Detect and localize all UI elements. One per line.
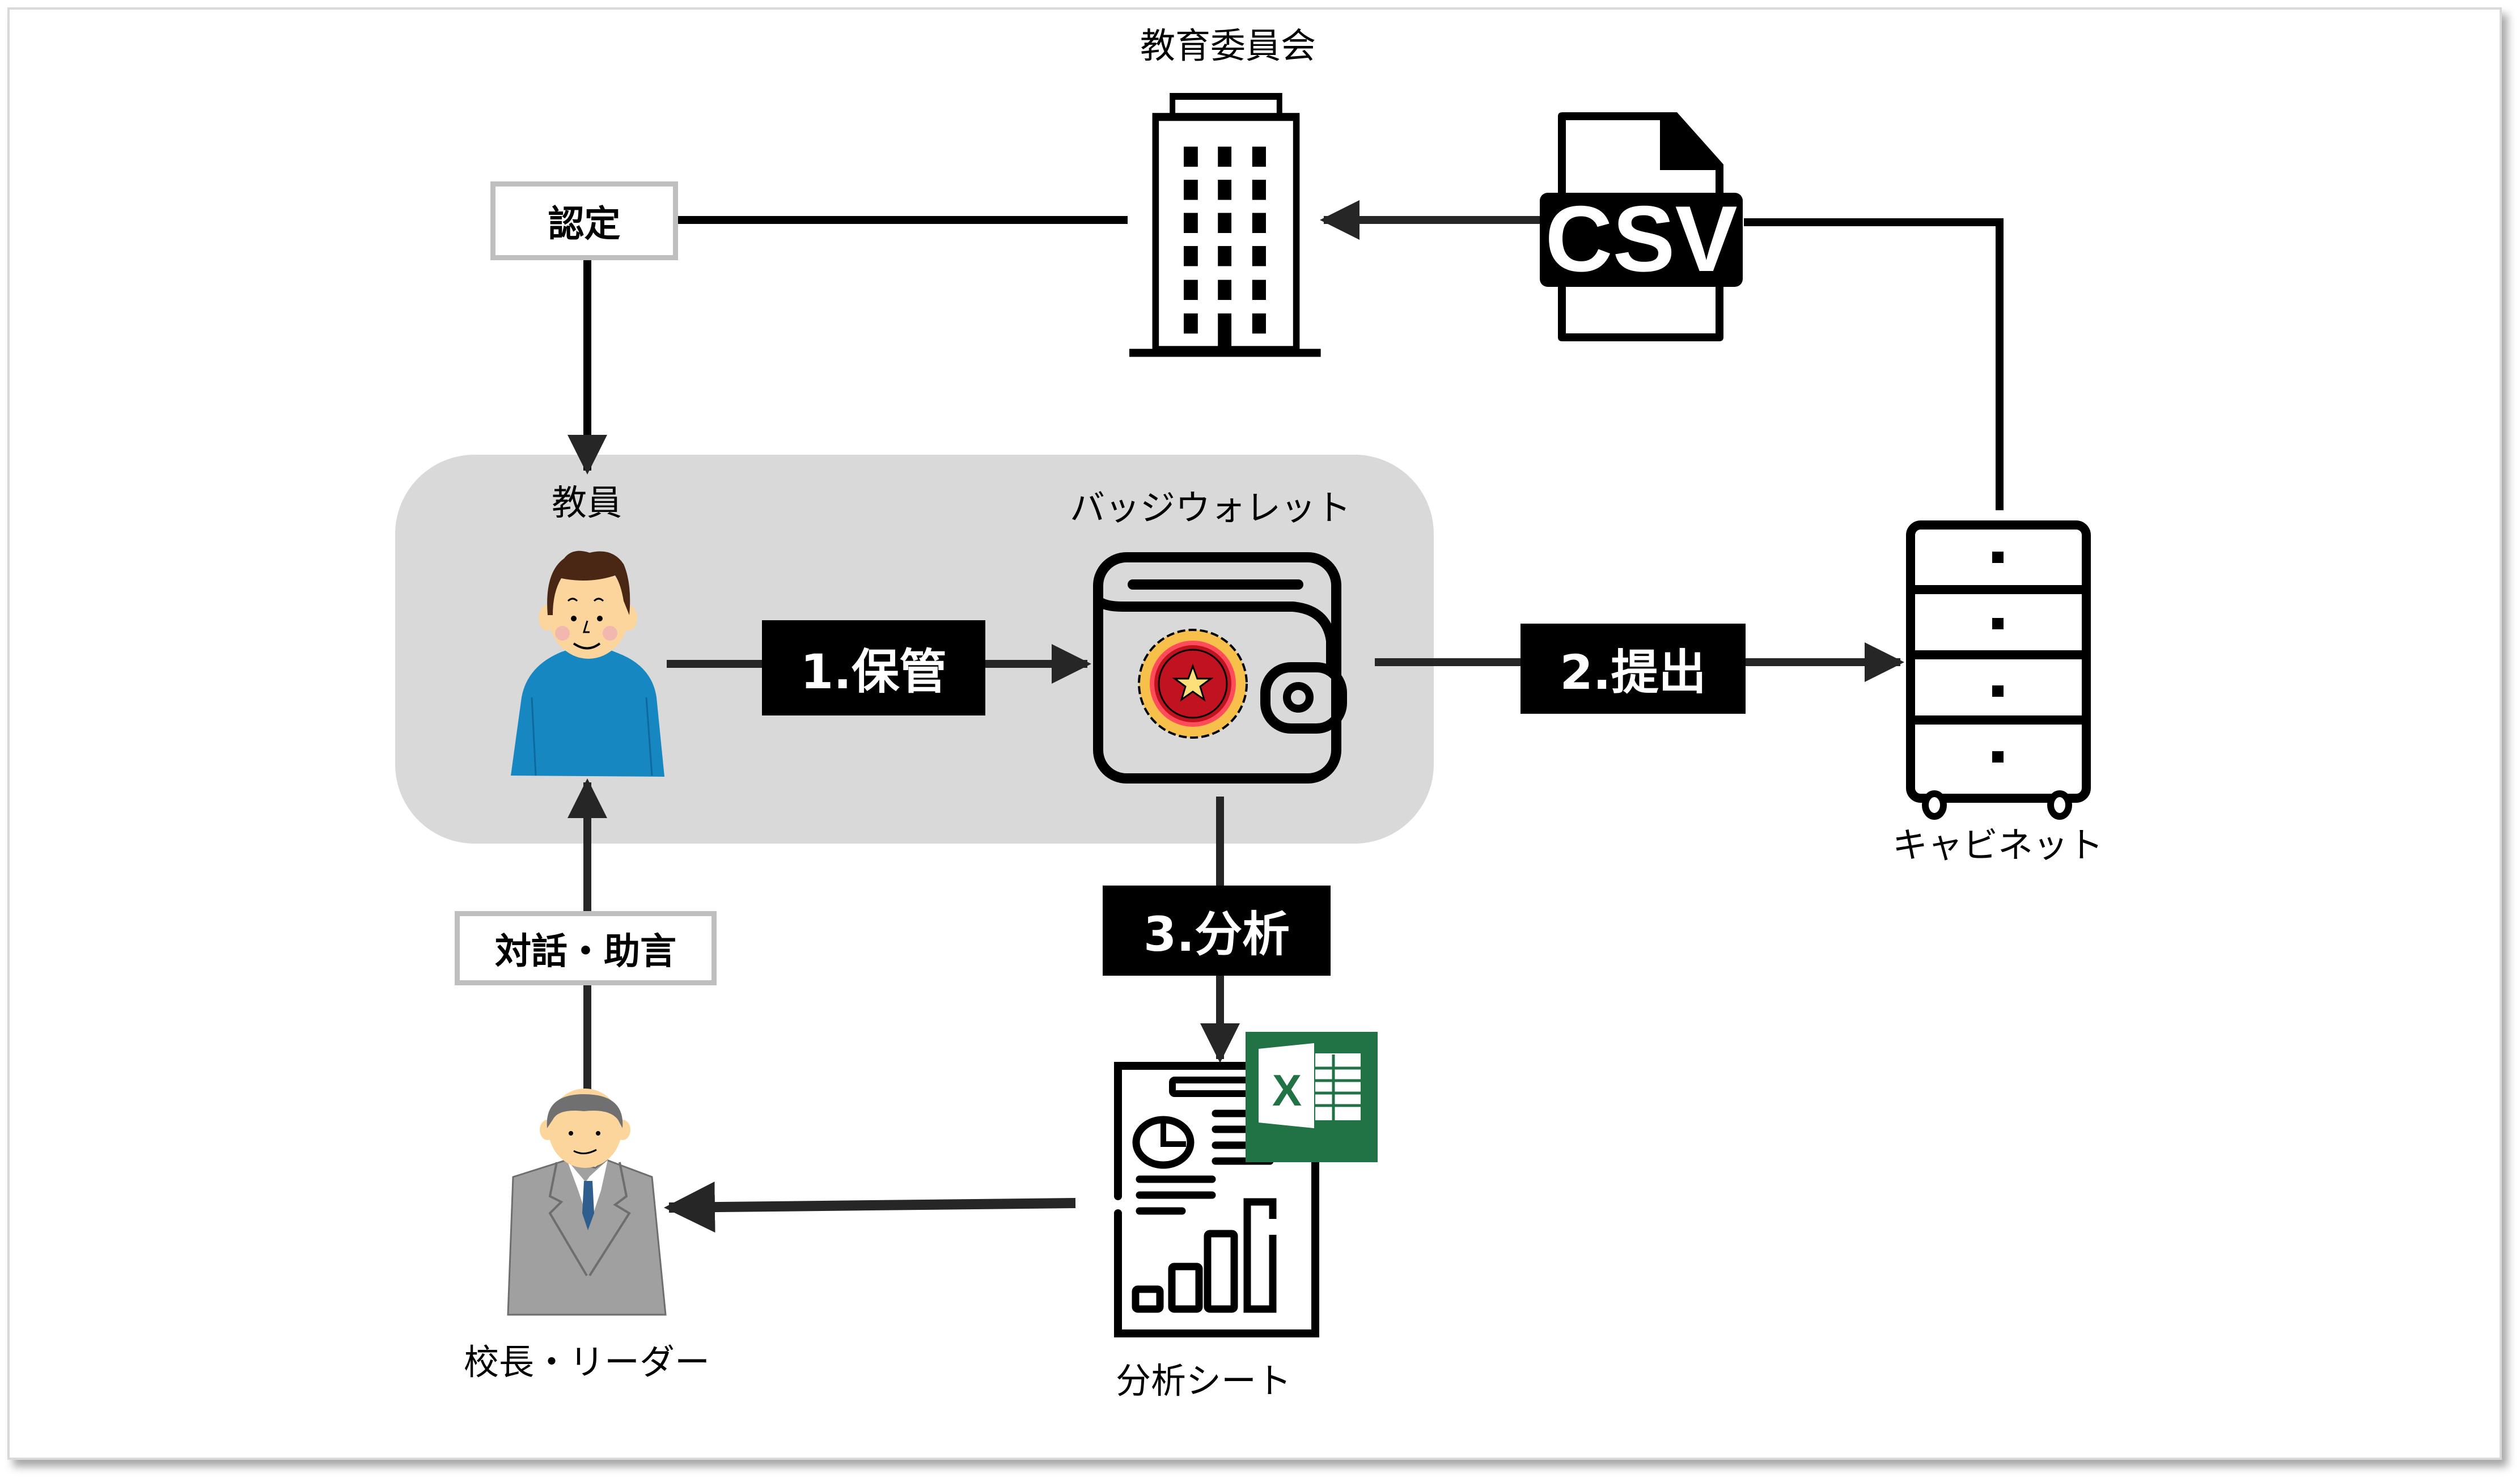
- dialogue-advice-label-box: 対話・助言: [455, 911, 717, 985]
- badge-wallet-label: バッジウォレット: [1069, 487, 1352, 528]
- certification-label-box: 認定: [490, 181, 678, 260]
- line-cabinet-to-csv: [1744, 218, 2004, 510]
- step1-store-label: 1.保管: [762, 620, 985, 715]
- analysis-sheet-label: 分析シート: [1115, 1360, 1292, 1401]
- principal-label: 校長・リーダー: [463, 1341, 710, 1383]
- excel-icon: X: [1246, 1032, 1378, 1162]
- step3-analyze-label: 3.分析: [1103, 886, 1331, 976]
- excel-x-glyph: X: [1272, 1065, 1302, 1115]
- csv-file-text: CSV: [1545, 187, 1737, 291]
- cabinet-label: キャビネット: [1892, 824, 2104, 866]
- teacher-person-icon: [511, 550, 664, 777]
- board-of-education-label: 教育委員会: [1140, 25, 1316, 66]
- csv-file-icon: CSV: [1540, 112, 1743, 341]
- principal-person-icon: [507, 1089, 667, 1316]
- teacher-label: 教員: [551, 482, 622, 523]
- arrow-sheet-to-principal: [664, 1181, 1076, 1233]
- step2-submit-label: 2.提出: [1521, 624, 1746, 714]
- wallet-badge-icon: [1093, 552, 1347, 784]
- office-building-icon: [1129, 92, 1321, 357]
- filing-cabinet-icon: [1906, 520, 2091, 820]
